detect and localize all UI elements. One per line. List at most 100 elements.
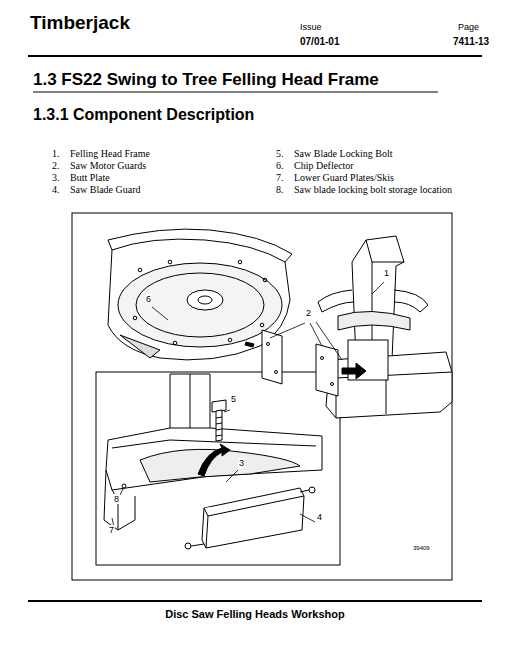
saw-disc-view [173,341,177,345]
saw-disc-view [108,229,292,262]
page-title: 1.3 FS22 Swing to Tree Felling Head Fram… [33,70,379,90]
list-item: Chip Deflector [294,160,354,172]
leader-lines [224,410,230,412]
butt-plate-assembly [140,449,300,482]
felling-head-frame [366,240,404,262]
saw-blade-guard [185,543,191,549]
list-number: 8. [276,184,284,196]
saw-disc-view [136,273,264,337]
butt-plate-assembly [106,428,322,490]
page-rules [28,55,482,57]
saw-disc-view [133,316,137,320]
list-item: Saw Motor Guards [70,160,146,172]
page-rules [28,600,482,602]
felling-head-frame [318,290,354,312]
saw-motor-guards [316,344,338,396]
saw-disc-view [168,260,172,264]
callout-number: 7 [108,525,115,535]
list-item: Saw Blade Guard [70,184,141,196]
brand-name: Timberjack [30,12,130,34]
saw-disc-view [120,335,160,358]
list-item: Butt Plate [70,172,110,184]
list-number: 1. [52,148,60,160]
butt-plate-assembly [122,484,126,488]
felling-head-frame [386,376,387,414]
saw-disc-view [228,338,232,342]
list-number: 3. [52,172,60,184]
butt-plate-assembly [112,440,316,448]
leader-lines [112,282,384,527]
leader-lines [270,323,305,338]
list-number: 4. [52,184,60,196]
saw-blade-locking-bolt [216,417,222,436]
list-number: 2. [52,160,60,172]
saw-blade-guard [185,487,315,549]
leader-lines [372,282,384,294]
list-number: 7. [276,172,284,184]
saw-blade-guard [204,496,304,516]
list-number: 5. [276,148,284,160]
saw-blade-locking-bolt [198,400,230,476]
saw-disc-view [238,260,242,264]
header-field: Issue [300,22,322,32]
leader-lines [300,514,315,522]
saw-blade-locking-bolt [198,444,230,476]
page-rules [33,92,438,93]
saw-motor-guards [331,383,334,386]
figure-number: 39409 [412,545,431,552]
saw-blade-guard [300,490,309,492]
list-number: 6. [276,160,284,172]
header-field: Page [458,22,479,32]
saw-blade-locking-bolt [216,410,222,441]
list-item: Saw blade locking bolt storage location [294,184,452,196]
felling-head-frame [326,352,452,418]
header-value: 07/01-01 [300,36,339,48]
leader-lines [310,323,322,346]
butt-plate-assembly [190,374,191,432]
saw-disc-view [263,278,267,282]
saw-blade-guard [202,488,304,548]
page-rules [28,56,482,601]
list-item: Felling Head Frame [70,148,150,160]
saw-motor-guards [275,371,278,374]
callout-number: 1 [383,268,390,278]
figure-frame [72,213,452,580]
felling-head-frame [394,290,428,312]
saw-disc-view [198,296,212,304]
saw-motor-guards [245,330,366,396]
saw-disc-view [187,290,223,310]
saw-motor-guards [321,357,324,360]
section-heading: 1.3.1 Component Description [33,106,254,124]
saw-disc-view [260,323,264,327]
saw-blade-guard [191,544,204,546]
saw-disc-view [138,268,142,272]
leader-lines [120,489,123,495]
saw-motor-guards [342,363,366,379]
callout-number: 4 [316,512,323,522]
callout-number: 2 [305,308,312,318]
callout-number: 5 [230,394,237,404]
list-item: Saw Blade Locking Bolt [294,148,393,160]
figure-frame [72,213,452,580]
saw-motor-guards [262,330,282,384]
callout-number: 6 [145,294,152,304]
list-item: Lower Guard Plates/Skis [294,172,394,184]
callout-number: 3 [238,458,245,468]
butt-plate-assembly [118,496,135,530]
page-footer: Disc Saw Felling Heads Workshop [165,608,345,621]
leader-lines [152,307,168,320]
leader-lines [226,470,238,482]
saw-blade-guard [206,516,208,548]
callout-number: 8 [113,494,120,504]
felling-head-frame [338,311,410,330]
saw-motor-guards [245,342,254,347]
saw-blade-guard [309,487,315,493]
butt-plate-assembly [170,374,210,432]
figure-frame [96,372,340,565]
saw-motor-guards [267,343,270,346]
leader-lines [316,322,342,360]
saw-disc-view [118,263,282,347]
header-value: 7411-13 [453,36,489,48]
